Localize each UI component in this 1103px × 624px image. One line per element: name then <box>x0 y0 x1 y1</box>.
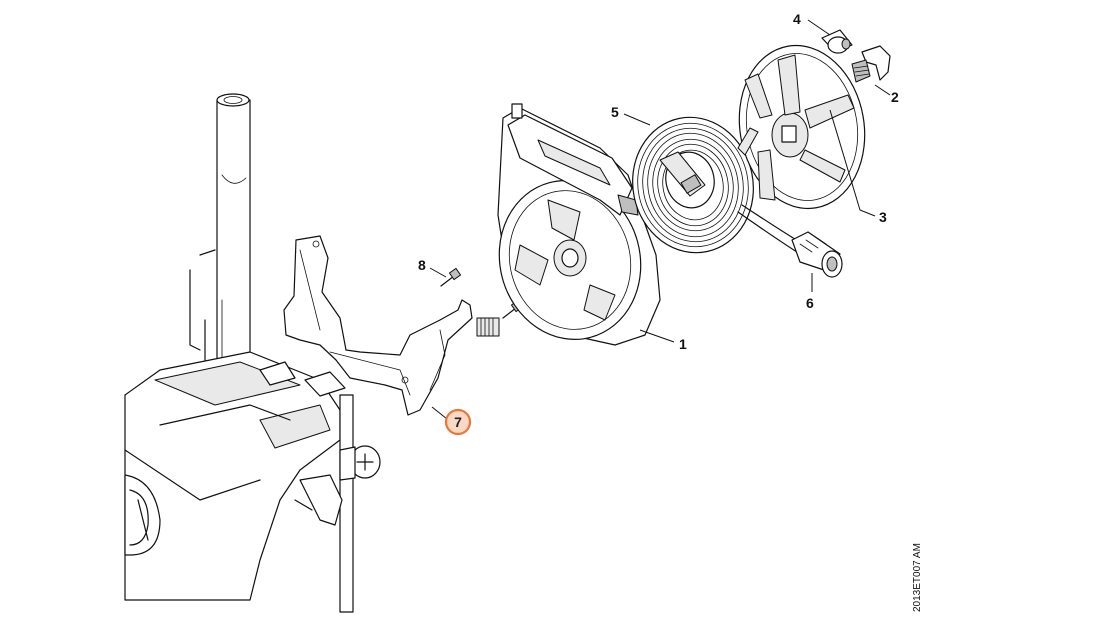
callout-7: 7 <box>454 414 462 430</box>
part-6-coupling <box>791 231 843 278</box>
callout-5: 5 <box>611 104 619 120</box>
callout-6: 6 <box>806 295 814 311</box>
part-7-bracket <box>283 235 500 416</box>
part-5-hose-coil <box>632 116 807 255</box>
part-1-reel-housing <box>497 103 661 346</box>
callout-4: 4 <box>793 11 801 27</box>
callout-8: 8 <box>418 257 426 273</box>
callout-labels: 1 2 3 4 5 6 8 7 <box>418 11 899 436</box>
callout-3: 3 <box>879 209 887 225</box>
drawing-id: 2013ET007 AM <box>912 543 923 612</box>
callout-2: 2 <box>891 89 899 105</box>
callout-7-highlight: 7 <box>444 408 472 436</box>
callout-7-circle <box>444 408 472 436</box>
leader-lines <box>429 19 891 420</box>
part-4-cap <box>821 29 853 54</box>
machine-frame <box>124 93 381 613</box>
callout-1: 1 <box>679 336 687 352</box>
part-3-reel-drum <box>737 44 866 210</box>
part-2-pawl <box>851 45 891 83</box>
